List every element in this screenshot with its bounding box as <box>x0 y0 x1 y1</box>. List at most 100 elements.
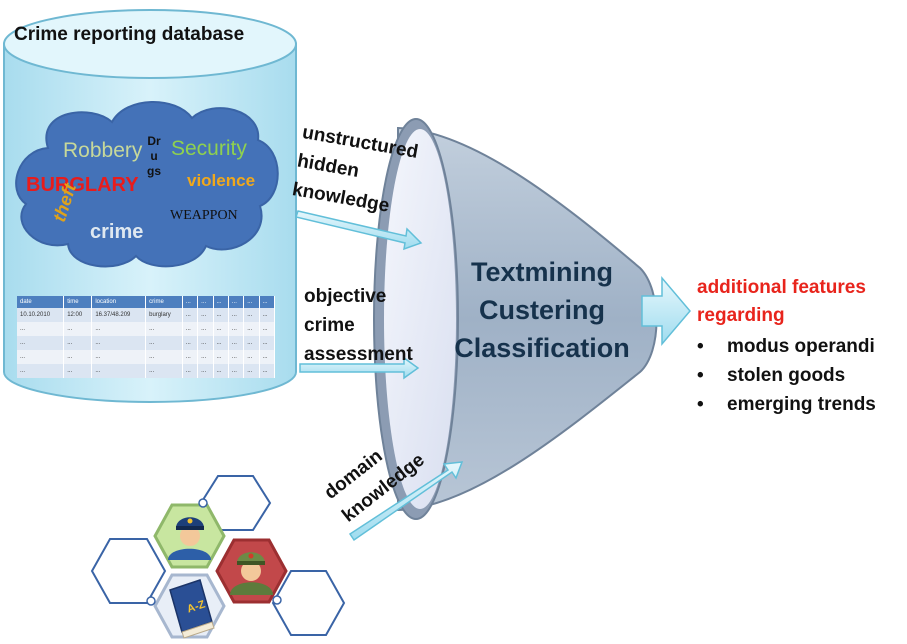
table-header-cell: crime <box>145 296 183 308</box>
table-row: .............................. <box>17 364 276 378</box>
table-cell: ... <box>259 336 276 350</box>
table-cell: ... <box>182 336 199 350</box>
table-cell: ... <box>63 350 93 364</box>
arrow-domain <box>348 461 464 542</box>
table-header-cell: ... <box>182 296 199 308</box>
table-cell: ... <box>197 308 214 322</box>
table-cell: ... <box>213 322 229 336</box>
connector-dot <box>146 596 156 606</box>
arrow-objective <box>299 356 420 380</box>
table-cell: 12:00 <box>63 308 93 322</box>
output-heading-line: regarding <box>697 305 785 326</box>
hexagon-outline <box>90 538 167 604</box>
funnel-line-textmining: Textmining <box>470 257 613 287</box>
table-header-cell: ... <box>228 296 245 308</box>
table-cell: ... <box>182 308 199 322</box>
table-cell: ... <box>213 336 229 350</box>
table-cell: ... <box>228 350 245 364</box>
table-cell: ... <box>197 322 214 336</box>
table-header-cell: date <box>17 296 65 308</box>
table-header-cell: ... <box>213 296 229 308</box>
table-cell: burglary <box>145 308 183 322</box>
table-cell: ... <box>182 350 199 364</box>
label-objective-assessment: objective crime assessment <box>304 282 413 369</box>
table-cell: ... <box>228 336 245 350</box>
table-cell: ... <box>63 322 93 336</box>
cloud-word-crime: crime <box>90 221 144 243</box>
table-cell: ... <box>259 364 276 378</box>
label-line: assessment <box>304 344 413 365</box>
table-cell: ... <box>259 322 276 336</box>
table-row: .............................. <box>17 322 276 336</box>
list-item: •stolen goods <box>697 361 876 390</box>
output-item-label: emerging trends <box>727 394 876 415</box>
hexagon-cluster <box>90 475 346 639</box>
cloud-word-burglary: BURGLARY <box>26 174 139 196</box>
table-cell: ... <box>213 308 229 322</box>
police-officer-icon <box>168 517 211 560</box>
bullet-icon: • <box>697 365 704 386</box>
bullet-icon: • <box>697 336 704 357</box>
table-cell: ... <box>17 350 65 364</box>
cloud-word-violence: violence <box>187 171 256 190</box>
connector-dot <box>198 498 208 508</box>
table-cell: ... <box>17 336 65 350</box>
dictionary-book-icon: A-Z <box>169 579 215 639</box>
table-cell: ... <box>182 364 199 378</box>
funnel-line-clustering: Custering <box>478 295 605 325</box>
arrow-unstructured <box>295 210 423 251</box>
table-cell: ... <box>91 322 147 336</box>
output-list: •modus operandi •stolen goods • emerging … <box>697 332 876 419</box>
table-header-cell: ... <box>243 296 260 308</box>
table-cell: ... <box>145 364 183 378</box>
table-row: .............................. <box>17 350 276 364</box>
table-cell: ... <box>91 364 147 378</box>
table-cell: ... <box>145 336 183 350</box>
table-cell: ... <box>243 336 260 350</box>
list-item: •modus operandi <box>697 332 876 361</box>
table-cell: ... <box>182 322 199 336</box>
table-cell: ... <box>91 336 147 350</box>
table-cell: ... <box>63 336 93 350</box>
label-line: objective <box>304 286 387 307</box>
table-cell: 16.37/48.209 <box>91 308 147 322</box>
table-header-cell: ... <box>259 296 276 308</box>
output-panel: additional features regarding •modus ope… <box>697 274 876 419</box>
funnel-label: Textmining Custering Classification <box>424 253 660 367</box>
table-cell: ... <box>197 350 214 364</box>
bullet-icon: • <box>697 394 704 415</box>
word-cloud <box>15 101 279 268</box>
table-cell: ... <box>213 350 229 364</box>
list-item: • emerging trends <box>697 390 876 419</box>
table-cell: 10.10.2010 <box>17 308 65 322</box>
table-cell: ... <box>91 350 147 364</box>
table-cell: ... <box>243 364 260 378</box>
table-row: .............................. <box>17 336 276 350</box>
table-cell: ... <box>17 322 65 336</box>
table-cell: ... <box>145 322 183 336</box>
funnel-line-classification: Classification <box>454 333 630 363</box>
table-cell: ... <box>17 364 65 378</box>
table-cell: ... <box>259 308 276 322</box>
table-cell: ... <box>259 350 276 364</box>
table-header-cell: ... <box>197 296 214 308</box>
hexagon-outline <box>271 570 346 636</box>
table-cell: ... <box>228 308 245 322</box>
table-cell: ... <box>63 364 93 378</box>
table-cell: ... <box>213 364 229 378</box>
soldier-icon <box>230 552 273 595</box>
table-header-cell: location <box>91 296 147 308</box>
output-heading-line: additional features <box>697 277 866 298</box>
connector-dot <box>272 595 282 605</box>
label-line: crime <box>304 315 355 336</box>
table-cell: ... <box>145 350 183 364</box>
cloud-word-robbery: Robbery <box>63 139 143 162</box>
table-cell: ... <box>243 308 260 322</box>
cloud-word-drugs: Drugs <box>147 134 162 178</box>
table-cell: ... <box>228 322 245 336</box>
table-cell: ... <box>243 322 260 336</box>
